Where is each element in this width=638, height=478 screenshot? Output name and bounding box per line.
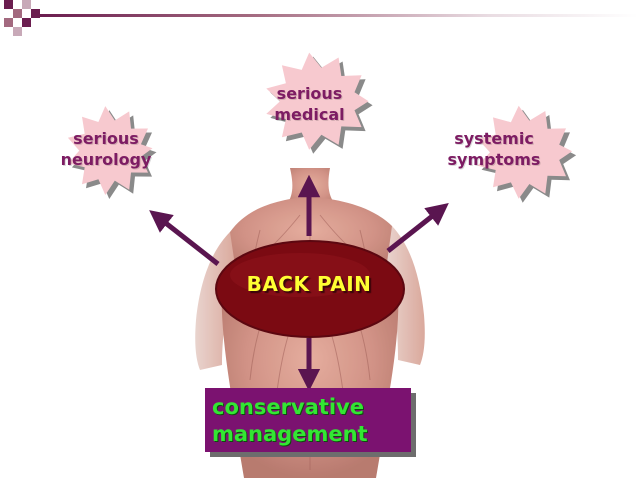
star-label-neurology: serious neurology [56,128,156,170]
star-label-systemic: systemic symptoms [440,128,548,170]
back-pain-ellipse [215,240,405,338]
outcome-label: conservative management [212,394,408,448]
star-label-line: medical [274,105,345,124]
outcome-label-line: management [212,422,368,446]
star-systemic-symptoms [477,105,577,203]
outcome-label-line: conservative [212,395,364,419]
star-label-line: symptoms [447,150,541,169]
star-label-line: serious [73,129,139,148]
header-rule [40,14,638,17]
star-label-line: neurology [60,150,152,169]
star-serious-medical [266,52,373,154]
center-label: BACK PAIN [246,272,372,296]
star-label-medical: serious medical [262,83,357,125]
star-label-line: systemic [454,129,534,148]
star-label-line: serious [276,84,343,103]
arrow-to-neurology [149,210,220,266]
outcome-box [205,388,411,452]
arrow-to-systemic [386,203,449,253]
star-serious-neurology [67,106,157,199]
